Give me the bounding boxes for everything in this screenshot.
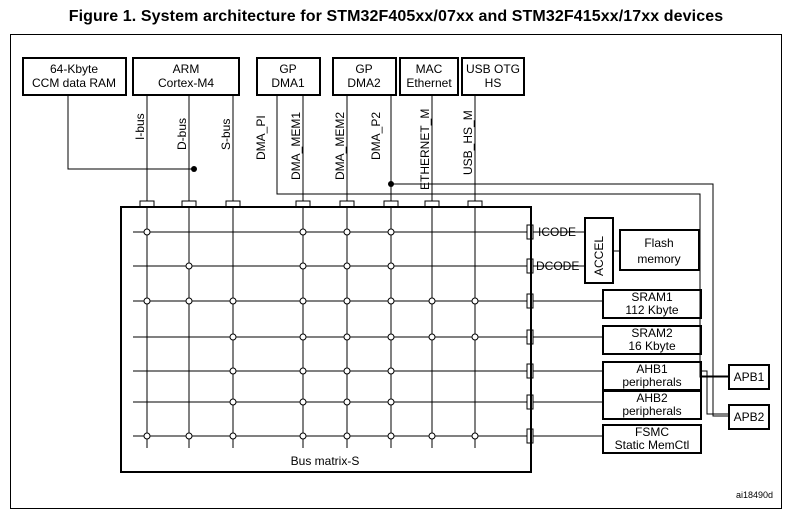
dbus-label: D-bus <box>175 118 189 150</box>
mac-ethernet-box <box>399 57 459 96</box>
matrix-grid <box>133 207 527 448</box>
usb-hs-m-label: USB_HS_M <box>461 110 475 175</box>
dma-mem1-label: DMA_MEM1 <box>289 112 303 180</box>
dma2-box <box>332 57 397 96</box>
dma-p2-label: DMA_P2 <box>369 112 383 160</box>
mac-label-1: MAC <box>416 62 443 76</box>
sram2-label-1: SRAM2 <box>631 326 673 340</box>
matrix-nodes <box>143 228 479 440</box>
fsmc-label-1: FSMC <box>635 425 669 439</box>
icode-label: ICODE <box>538 225 576 239</box>
usb-otg-hs-box <box>461 57 525 96</box>
ethernet-m-label: ETHERNET_M <box>418 109 432 190</box>
dma1-label-2: DMA1 <box>271 76 305 90</box>
fsmc-box <box>602 424 702 454</box>
ahb2-label-1: AHB2 <box>636 391 668 405</box>
flash-label-2: memory <box>637 252 680 266</box>
figure-frame <box>10 34 782 509</box>
cortex-m4-box <box>132 57 240 96</box>
mac-label-2: Ethernet <box>406 76 452 90</box>
dcode-label: DCODE <box>536 259 579 273</box>
sram1-label-2: 112 Kbyte <box>625 303 678 317</box>
ccm-ram-label-1: 64-Kbyte <box>50 62 98 76</box>
ahb1-label-1: AHB1 <box>636 362 668 376</box>
cortex-label-1: ARM <box>173 62 200 76</box>
cortex-label-2: Cortex-M4 <box>158 76 214 90</box>
usb-label-1: USB OTG <box>466 62 520 76</box>
flash-label-1: Flash <box>644 236 673 250</box>
dma2-label-2: DMA2 <box>347 76 381 90</box>
dma2-label-1: GP <box>355 62 372 76</box>
apb2-label: APB2 <box>734 410 765 424</box>
sram2-label-2: 16 Kbyte <box>628 339 676 353</box>
fsmc-label-2: Static MemCtl <box>615 438 690 452</box>
sram2-box <box>602 325 702 355</box>
ibus-label: I-bus <box>133 113 147 140</box>
usb-label-2: HS <box>485 76 502 90</box>
junction-dots <box>191 166 394 187</box>
dma-mem2-label: DMA_MEM2 <box>333 112 347 180</box>
sram1-box <box>602 289 702 319</box>
dma1-box <box>256 57 321 96</box>
ahb1-label-2: peripherals <box>622 375 681 389</box>
dma1-label-1: GP <box>279 62 296 76</box>
dma-pi-label: DMA_PI <box>254 115 268 160</box>
figure-title: Figure 1. System architecture for STM32F… <box>68 8 724 25</box>
ccm-ram-label-2: CCM data RAM <box>32 76 116 90</box>
ahb2-label-2: peripherals <box>622 404 681 418</box>
apb1-label: APB1 <box>734 370 765 384</box>
apb2-box <box>728 404 770 430</box>
bus-matrix <box>120 206 532 473</box>
bus-matrix-label: Bus matrix-S <box>291 454 360 468</box>
sram1-label-1: SRAM1 <box>631 290 673 304</box>
ahb2-box <box>602 390 702 420</box>
ccm-ram-box <box>22 57 127 96</box>
figure-reference: ai18490d <box>736 490 773 500</box>
flash-memory-box <box>619 229 700 271</box>
accel-label: ACCEL <box>592 236 606 276</box>
sbus-label: S-bus <box>219 119 233 150</box>
